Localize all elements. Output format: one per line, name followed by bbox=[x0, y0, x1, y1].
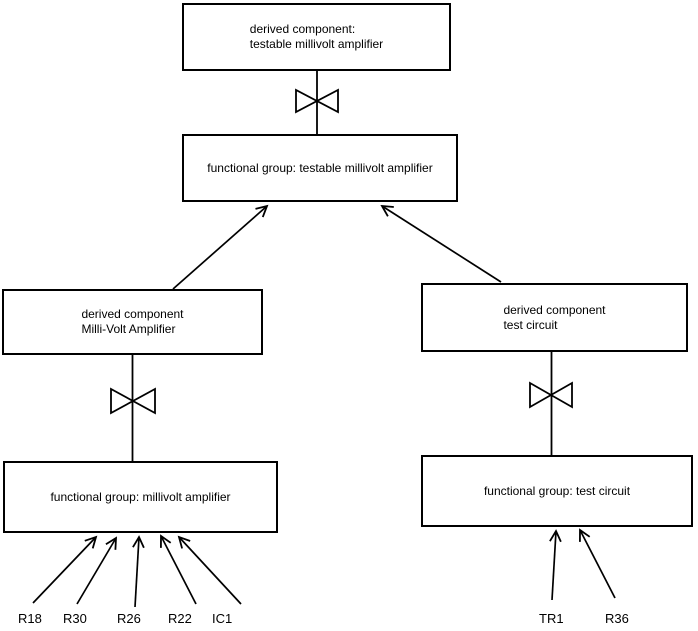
bowtie-connector-icon bbox=[110, 387, 156, 415]
arrow-r36 bbox=[579, 528, 616, 599]
arrow-derived-test-to-fg-testable bbox=[380, 204, 502, 283]
component-label-r36: R36 bbox=[605, 611, 629, 626]
component-label-r26: R26 bbox=[117, 611, 141, 626]
arrow-r18 bbox=[32, 535, 98, 604]
node-derived-milli-volt-amplifier: derived component Milli-Volt Amplifier bbox=[2, 289, 263, 355]
node-label-line: functional group: test circuit bbox=[483, 483, 631, 498]
bowtie-connector-icon bbox=[529, 381, 573, 409]
node-functional-group-test-circuit: functional group: test circuit bbox=[421, 455, 693, 527]
node-label-line: test circuit bbox=[503, 317, 558, 332]
arrow-tr1 bbox=[549, 529, 562, 601]
node-label-line: derived component: bbox=[249, 22, 356, 36]
arrow-derived-millivolt-to-fg-testable bbox=[172, 204, 269, 290]
arrow-r30 bbox=[76, 536, 117, 605]
node-label-line: functional group: millivolt amplifier bbox=[50, 489, 231, 504]
component-label-ic1: IC1 bbox=[212, 611, 233, 626]
node-functional-group-testable-millivolt-amplifier: functional group: testable millivolt amp… bbox=[182, 134, 458, 202]
component-label-r22: R22 bbox=[168, 611, 192, 626]
bowtie-connector-icon bbox=[295, 88, 339, 114]
node-label-line: derived component bbox=[81, 307, 184, 321]
node-label-line: Milli-Volt Amplifier bbox=[81, 322, 176, 336]
component-label-tr1: TR1 bbox=[539, 611, 564, 626]
arrow-ic1 bbox=[177, 535, 242, 605]
node-label-line: functional group: testable millivolt amp… bbox=[207, 160, 433, 175]
node-label-line: testable millivolt amplifier bbox=[249, 37, 384, 51]
component-label-r30: R30 bbox=[63, 611, 87, 626]
node-functional-group-millivolt-amplifier: functional group: millivolt amplifier bbox=[3, 461, 278, 533]
node-derived-test-circuit: derived component test circuit bbox=[421, 283, 688, 352]
component-label-r18: R18 bbox=[18, 611, 42, 626]
node-derived-testable-millivolt-amplifier: derived component: testable millivolt am… bbox=[182, 3, 451, 71]
node-label-line: derived component bbox=[503, 302, 606, 317]
arrow-r26 bbox=[132, 535, 145, 608]
arrow-r22 bbox=[160, 534, 197, 605]
